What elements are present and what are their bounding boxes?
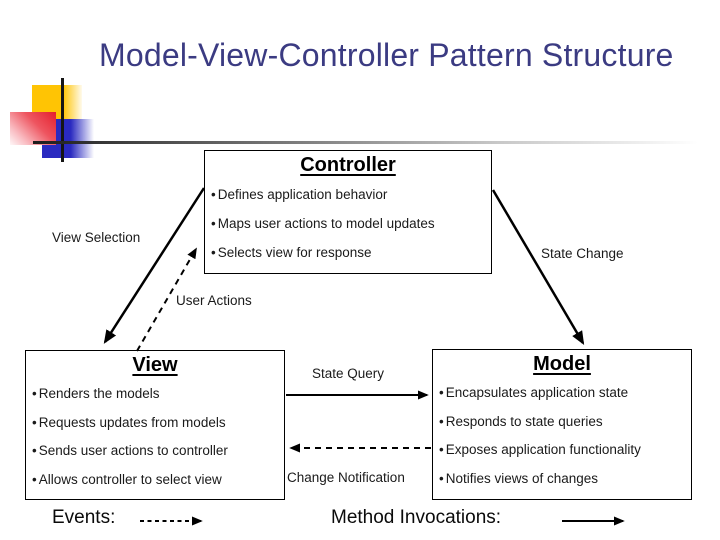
controller-bullet-list: Defines application behavior Maps user a… xyxy=(211,180,485,267)
state-change-label: State Change xyxy=(541,246,624,261)
bullet-item: Encapsulates application state xyxy=(439,379,685,408)
bullet-item: Responds to state queries xyxy=(439,408,685,437)
view-selection-arrow xyxy=(103,187,206,344)
decoration-vertical-line xyxy=(61,78,64,162)
decoration-red-square xyxy=(10,112,56,145)
bullet-item: Maps user actions to model updates xyxy=(211,209,485,238)
bullet-item: Defines application behavior xyxy=(211,180,485,209)
model-box: Model Encapsulates application state Res… xyxy=(432,349,692,500)
bullet-item: Exposes application functionality xyxy=(439,436,685,465)
legend-method-invocations-label: Method Invocations: xyxy=(331,507,502,528)
slide-title: Model-View-Controller Pattern Structure xyxy=(99,37,674,73)
controller-box: Controller Defines application behavior … xyxy=(204,150,492,274)
title-separator-line xyxy=(33,141,698,144)
state-change-arrow xyxy=(491,189,585,345)
bullet-item: Renders the models xyxy=(32,380,278,409)
controller-box-title: Controller xyxy=(300,154,396,176)
model-bullet-list: Encapsulates application state Responds … xyxy=(439,379,685,493)
state-query-label: State Query xyxy=(312,366,385,381)
user-actions-label: User Actions xyxy=(176,293,252,308)
view-selection-label: View Selection xyxy=(52,230,141,245)
bullet-item: Notifies views of changes xyxy=(439,465,685,494)
legend-events-label: Events: xyxy=(52,507,116,528)
view-bullet-list: Renders the models Requests updates from… xyxy=(32,380,278,494)
bullet-item: Requests updates from models xyxy=(32,409,278,438)
view-box-title: View xyxy=(132,354,178,376)
view-box: View Renders the models Requests updates… xyxy=(25,350,285,500)
bullet-item: Sends user actions to controller xyxy=(32,437,278,466)
bullet-item: Allows controller to select view xyxy=(32,466,278,495)
change-notification-label: Change Notification xyxy=(287,470,405,485)
model-box-title: Model xyxy=(533,353,591,375)
bullet-item: Selects view for response xyxy=(211,238,485,267)
